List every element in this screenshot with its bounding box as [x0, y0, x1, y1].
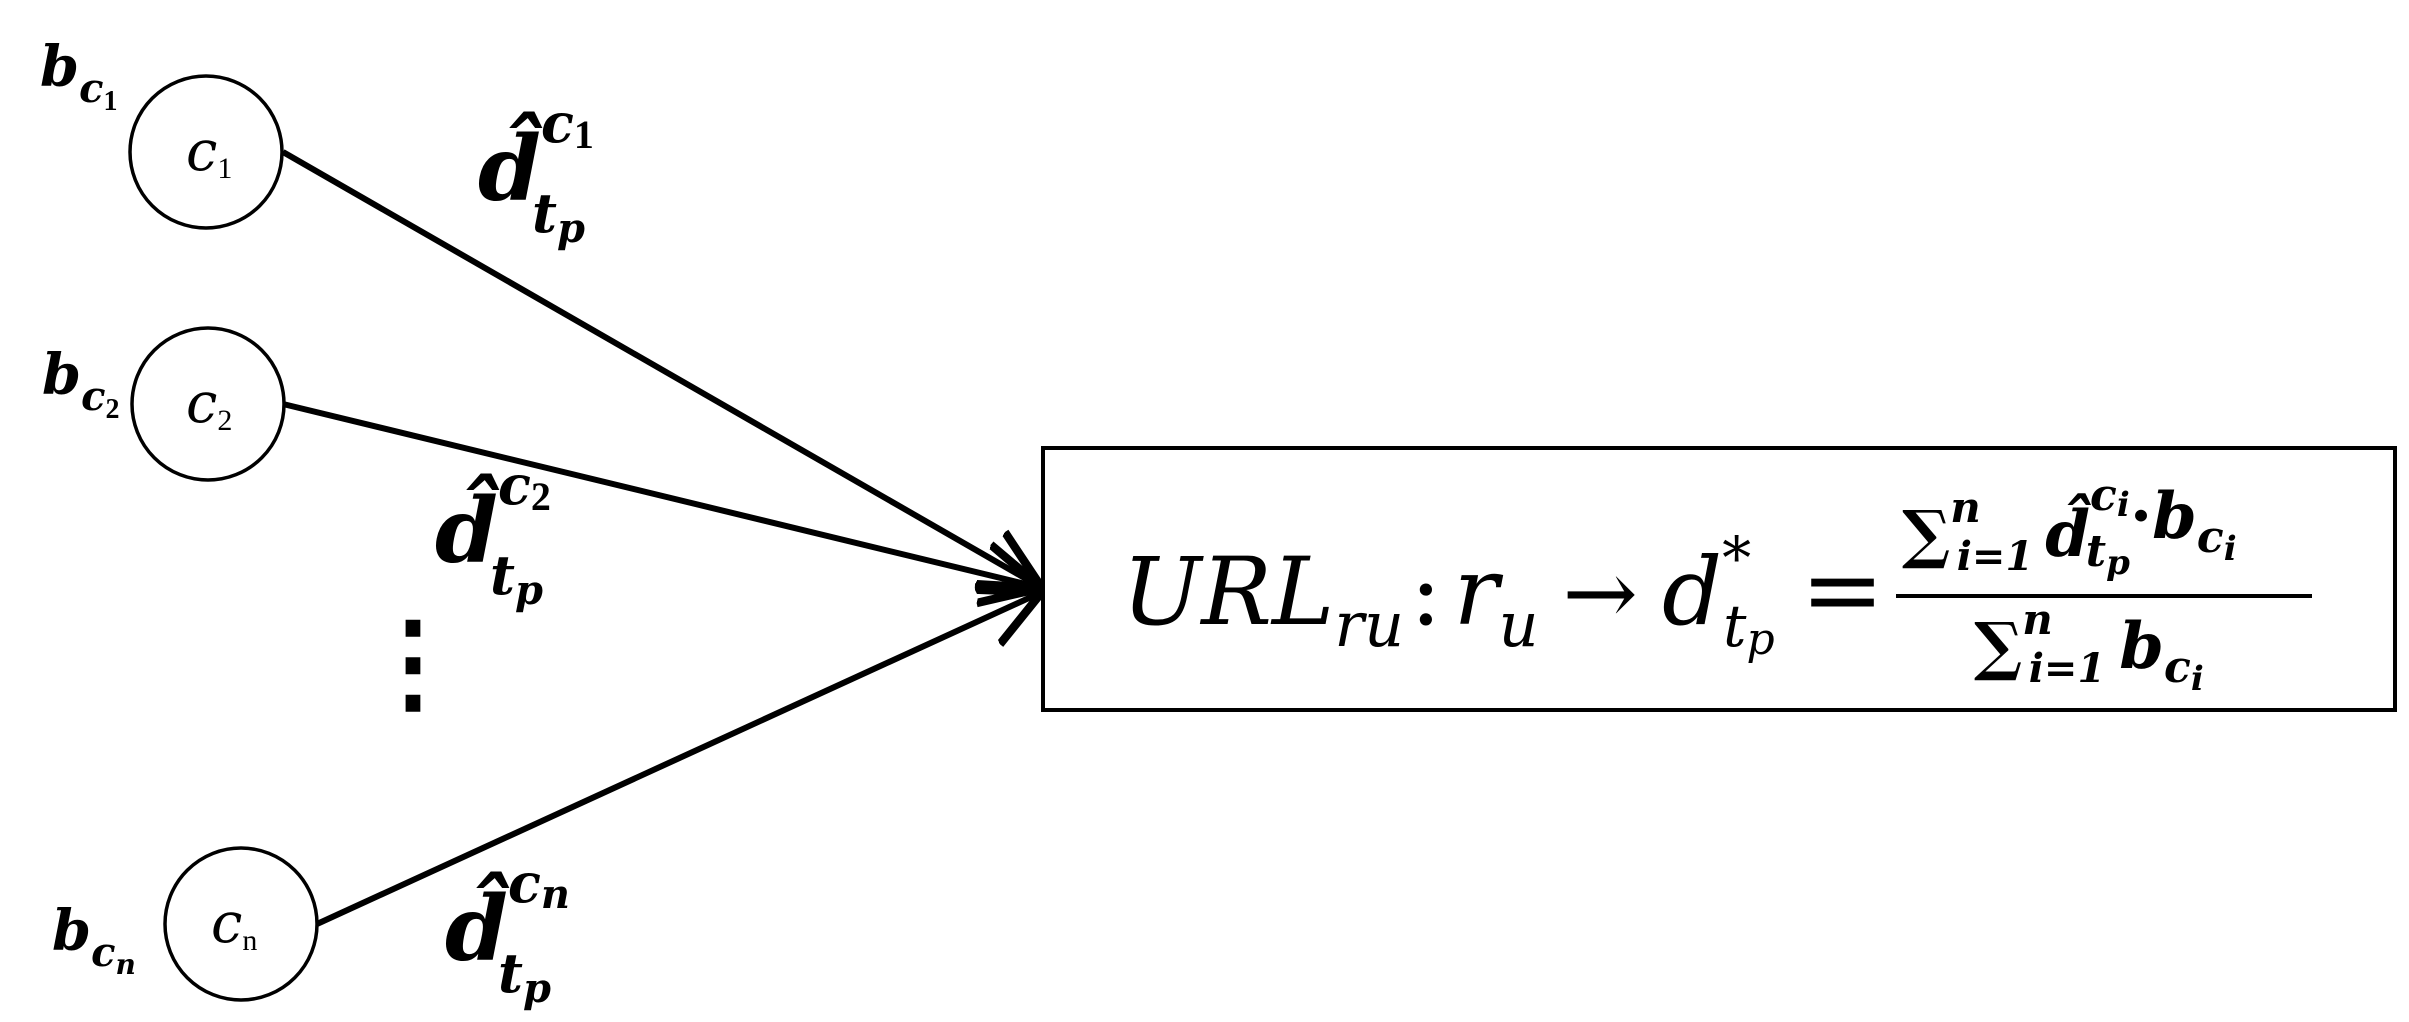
node-cn: cn	[163, 846, 319, 1002]
node-circle	[130, 326, 286, 482]
edge-c1-to-box	[281, 149, 1042, 588]
edge-label-c1-sub: tp	[532, 181, 585, 252]
node-c1: c1	[128, 74, 284, 230]
formula-box-border	[1041, 446, 2397, 712]
edge-cn-to-box	[315, 592, 1042, 927]
node-circle	[128, 74, 284, 230]
node-weight-c1: bc1	[40, 34, 118, 117]
edge-label-c2: d̂c2	[435, 453, 551, 584]
ellipsis-dots: ⋮	[358, 602, 468, 724]
formula-lhs: URLru:ru→d*tp=	[1122, 524, 1884, 665]
node-circle	[163, 846, 319, 1002]
edge-label-cn: d̂cn	[445, 851, 570, 982]
edge-label-cn-sub: tp	[498, 941, 551, 1012]
node-label: c2	[186, 371, 232, 437]
edge-c2-to-box	[282, 401, 1042, 588]
edge-label-c2-sub: tp	[490, 543, 543, 614]
node-weight-c2: bc2	[42, 342, 120, 425]
node-label: c1	[186, 119, 232, 185]
node-label: cn	[211, 891, 257, 957]
node-c2: c2	[130, 326, 286, 482]
node-weight-cn: bcn	[52, 898, 136, 981]
edge-label-c1: d̂c1	[478, 91, 594, 222]
